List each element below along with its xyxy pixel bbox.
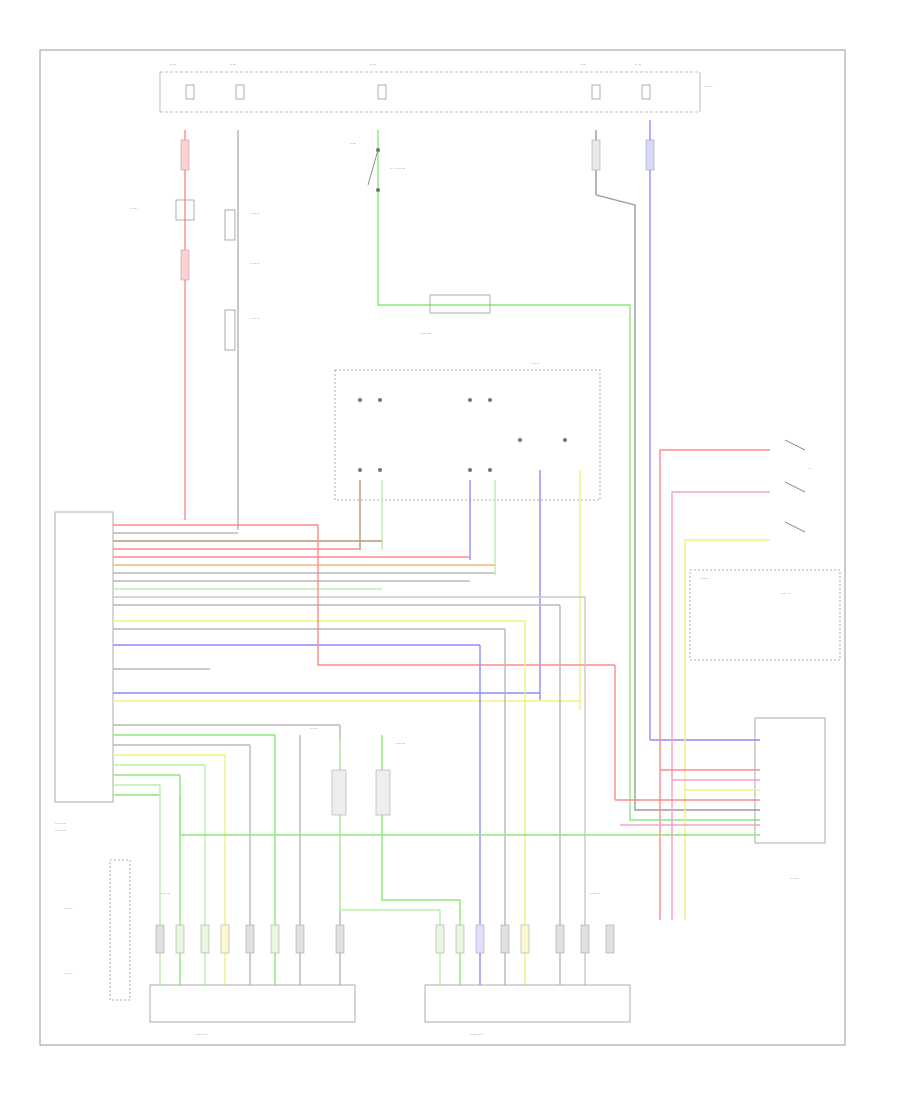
right-module-wires (179, 665, 760, 836)
svg-text:·····: ····· (370, 62, 376, 67)
left-bottom-switches: ······ ······ (65, 859, 131, 1001)
svg-text:········: ········ (250, 316, 260, 321)
wire-fuse4-route (595, 194, 760, 811)
power-seat-control-switch: ········ (334, 361, 601, 501)
svg-text:········: ········ (160, 891, 170, 896)
svg-text:·········: ········· (55, 821, 66, 826)
fuse-block: ····· ····· ····· ····· ····· ······ (159, 62, 713, 113)
svg-text:·····: ····· (580, 62, 586, 67)
svg-text:·········: ········· (55, 828, 66, 833)
wire-green-center (377, 300, 760, 821)
right-seat-control-module: ·········· ········ (149, 891, 356, 1037)
svg-text:······: ······ (705, 84, 713, 89)
left-seat-control-module: ·········· ········ (424, 891, 631, 1037)
svg-text:·······: ······· (790, 876, 799, 881)
svg-text:·········: ········· (420, 331, 431, 336)
inline-connectors (180, 139, 655, 281)
right-door-switches: ··· (659, 439, 812, 920)
svg-text:······: ······ (65, 971, 73, 976)
svg-text:········: ········ (250, 211, 260, 216)
right-control-module: ······· (754, 717, 826, 881)
svg-text:···: ··· (808, 466, 812, 471)
diagram-frame (39, 49, 846, 1046)
svg-text:········: ········ (780, 591, 790, 596)
memory-switch: ······· ········ (689, 569, 841, 661)
svg-text:·······: ······· (700, 576, 709, 581)
svg-text:········: ········ (250, 261, 260, 266)
svg-text:······: ······ (65, 906, 73, 911)
svg-text:······: ······ (310, 726, 318, 731)
svg-text:·····: ····· (635, 62, 641, 67)
center-relay: ······ ········ (310, 726, 405, 816)
svg-text:··········: ·········· (195, 1032, 208, 1037)
svg-text:········: ········ (590, 891, 600, 896)
left-switch-group: ······ ········ ········ ········ (130, 199, 260, 351)
svg-text:·····: ····· (230, 62, 236, 67)
bottom-connector-pins (155, 924, 615, 954)
main-control-module: ········· ········· (54, 511, 114, 833)
svg-text:··········: ·········· (470, 1032, 483, 1037)
svg-text:·····: ····· (350, 141, 356, 146)
svg-text:······: ······ (130, 206, 138, 211)
svg-text:········: ········ (395, 741, 405, 746)
svg-text:··· ········: ··· ········ (390, 166, 405, 171)
svg-text:·····: ····· (170, 62, 176, 67)
center-connector-block (429, 294, 491, 314)
svg-text:········: ········ (530, 361, 540, 366)
harness-wires (113, 524, 615, 796)
door-switch: ····· ··· ········ (350, 141, 405, 192)
